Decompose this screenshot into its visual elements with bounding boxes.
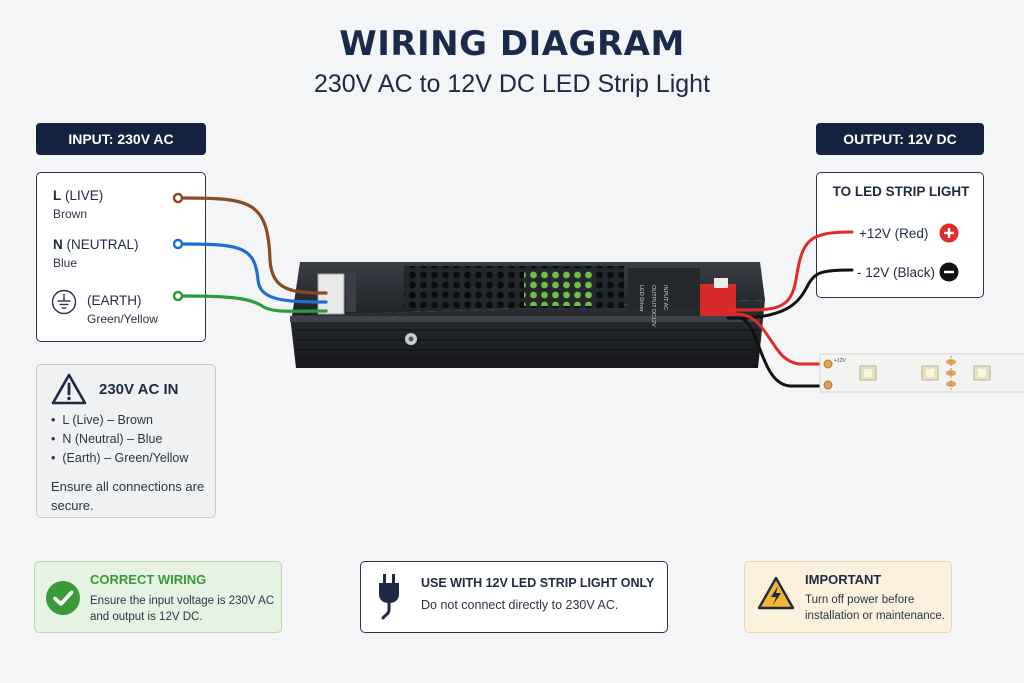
warning-panel: 230V AC IN L (Live) – Brown N (Neutral) … — [36, 364, 216, 518]
important-text: Turn off power before installation or ma… — [805, 594, 945, 622]
page-title: WIRING DIAGRAM — [339, 24, 685, 64]
output-terminal-box: TO LED STRIP LIGHT +12V (Red) - 12V (Bla… — [816, 172, 984, 298]
positive-wire — [726, 230, 854, 312]
terminal-neutral: N (NEUTRAL) Blue — [53, 237, 139, 270]
use-only-title: USE WITH 12V LED STRIP LIGHT ONLY — [421, 576, 655, 590]
correct-wiring-title: CORRECT WIRING — [90, 572, 207, 587]
neutral-color: Blue — [53, 256, 78, 270]
strip-positive-wire — [734, 312, 828, 366]
warning-item-neutral: N (Neutral) – Blue — [51, 432, 162, 446]
warning-title: 230V AC IN — [99, 381, 179, 398]
live-terminal-dot — [172, 192, 184, 204]
neutral-wire — [180, 242, 328, 304]
use-only-text: Do not connect directly to 230V AC. — [421, 598, 619, 612]
plus-circle-icon — [939, 223, 959, 248]
minus-circle-icon — [939, 262, 959, 287]
svg-text:OUTPUT DC12V: OUTPUT DC12V — [650, 285, 656, 327]
page-subtitle: 230V AC to 12V DC LED Strip Light — [313, 70, 711, 98]
svg-text:INPUT AC: INPUT AC — [662, 285, 668, 310]
positive-label: +12V (Red) — [859, 226, 929, 241]
use-only-card: USE WITH 12V LED STRIP LIGHT ONLY Do not… — [360, 561, 668, 633]
live-label: (LIVE) — [65, 188, 104, 203]
earth-label: (EARTH) — [87, 293, 142, 308]
strip-negative-wire — [738, 316, 828, 388]
negative-wire — [726, 268, 854, 320]
terminal-live: L (LIVE) Brown — [53, 188, 103, 221]
svg-text:LED Driver: LED Driver — [638, 285, 644, 312]
terminal-earth: (EARTH) Green/Yellow — [87, 293, 158, 326]
neutral-terminal-dot — [172, 238, 184, 250]
output-box-title: TO LED STRIP LIGHT — [832, 184, 970, 199]
live-color: Brown — [53, 207, 88, 221]
warning-triangle-icon — [51, 373, 87, 410]
plug-icon — [375, 574, 403, 625]
strip-plus-label: +12V — [834, 358, 846, 364]
earth-terminal-dot — [172, 290, 184, 302]
warning-note: Ensure all connections are secure. — [51, 479, 205, 513]
check-circle-icon — [45, 580, 81, 621]
correct-wiring-text: Ensure the input voltage is 230V AC and … — [90, 595, 275, 623]
negative-label: - 12V (Black) — [857, 265, 936, 280]
input-header: INPUT: 230V AC — [36, 123, 206, 155]
important-card: IMPORTANT Turn off power before installa… — [744, 561, 952, 633]
output-header: OUTPUT: 12V DC — [816, 123, 984, 155]
important-title: IMPORTANT — [805, 572, 882, 587]
output-wires — [726, 230, 854, 388]
earth-color: Green/Yellow — [87, 312, 158, 326]
live-wire — [180, 196, 328, 295]
warning-item-live: L (Live) – Brown — [51, 413, 153, 427]
neutral-letter: N — [53, 237, 63, 252]
high-voltage-icon — [757, 576, 795, 615]
input-wires — [180, 196, 328, 313]
neutral-label: (NEUTRAL) — [66, 237, 139, 252]
correct-wiring-card: CORRECT WIRING Ensure the input voltage … — [34, 561, 282, 633]
led-strip: +12V — [819, 353, 1024, 393]
earth-icon — [51, 289, 77, 320]
warning-item-earth: (Earth) – Green/Yellow — [51, 451, 188, 465]
earth-wire — [180, 294, 328, 313]
live-letter: L — [53, 188, 62, 203]
power-supply: LED Driver OUTPUT DC12V INPUT AC — [290, 262, 765, 368]
